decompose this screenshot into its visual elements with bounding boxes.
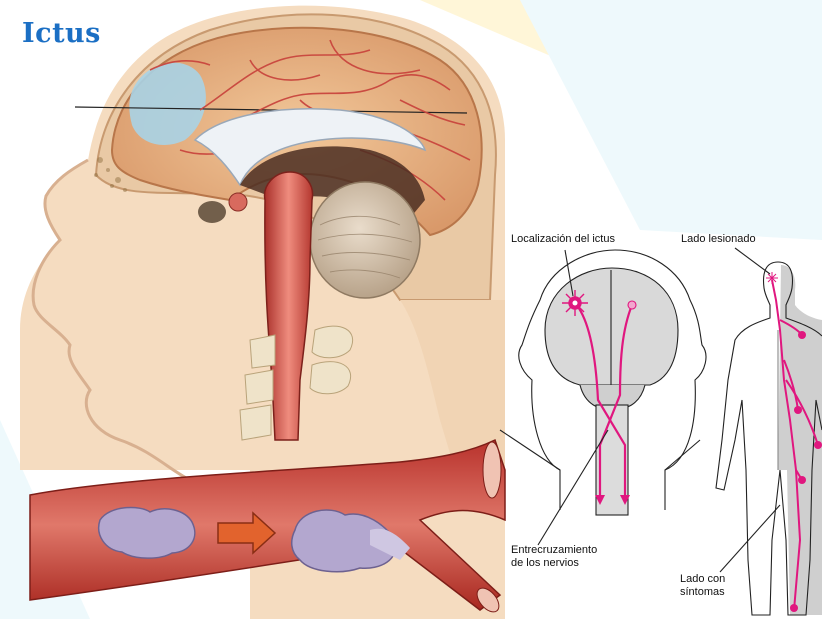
pituitary [229, 193, 247, 211]
vessel-opening [483, 442, 501, 498]
label-symptom-side-2: síntomas [680, 586, 725, 599]
page-title: Ictus [22, 18, 101, 49]
sinus [198, 201, 226, 223]
label-nerve-crossing-1: Entrecruzamiento [511, 544, 597, 557]
label-stroke-location: Localización del ictus [511, 233, 615, 246]
leader-injured-side [735, 248, 770, 274]
label-injured-side: Lado lesionado [681, 233, 756, 246]
label-nerve-crossing-2: de los nervios [511, 557, 579, 570]
nerve-crossing-diagram [500, 250, 706, 545]
label-symptom-side-1: Lado con [680, 573, 725, 586]
body-outline-diagram [716, 248, 822, 615]
nerve-origin-dot [628, 301, 636, 309]
